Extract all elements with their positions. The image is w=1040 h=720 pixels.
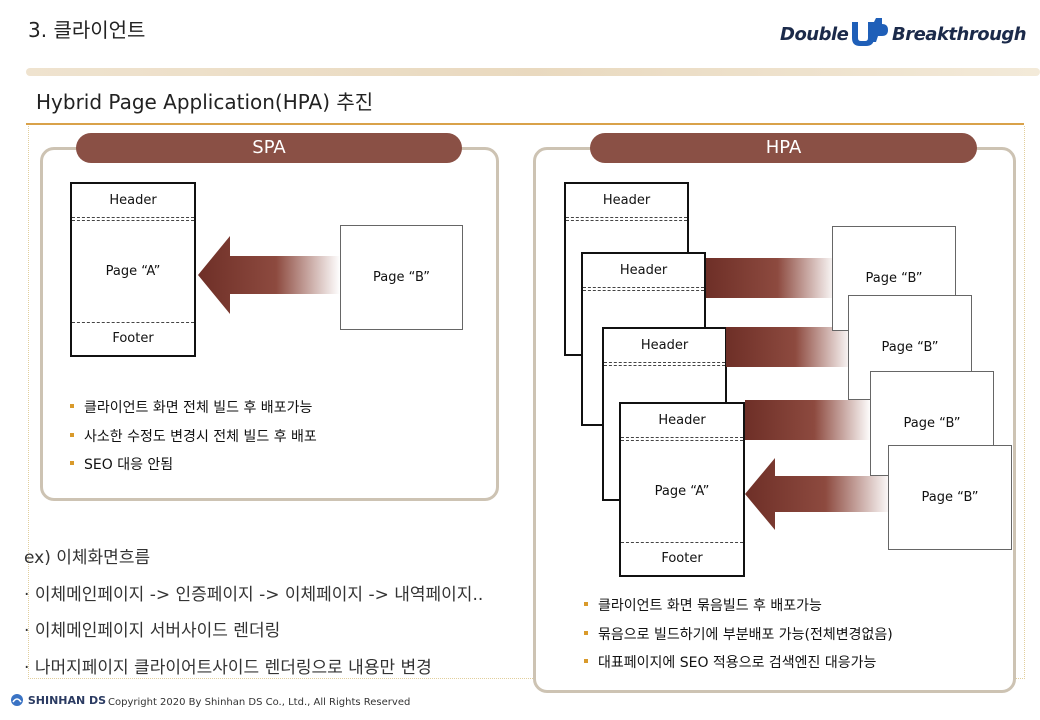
- spa-label: SPA: [76, 133, 462, 163]
- list-item: · 이체메인페이지 -> 인증페이지 -> 이체페이지 -> 내역페이지..: [24, 584, 484, 605]
- list-item: · 이체메인페이지 서버사이드 렌더링: [24, 621, 281, 641]
- divider: [621, 440, 743, 441]
- divider: [604, 365, 725, 366]
- hpa-stack-header: Header: [583, 254, 704, 288]
- hpa-page-a-body: Page “A”: [654, 484, 710, 499]
- list-item: 클라이언트 화면 묶음빌드 후 배포가능: [584, 592, 893, 621]
- content-frame: [28, 126, 1025, 679]
- header-band: [26, 68, 1040, 76]
- section-title: 3. 클라이언트: [28, 18, 146, 42]
- spa-page-a: Header Page “A” Footer: [70, 182, 196, 357]
- hpa-label: HPA: [590, 133, 977, 163]
- footer-company-logo: SHINHAN DS: [10, 694, 106, 708]
- list-item: SEO 대응 안됨: [70, 451, 317, 480]
- dot-icon: ·: [24, 621, 35, 641]
- divider: [566, 220, 687, 221]
- dot-icon: ·: [24, 584, 35, 605]
- spa-page-a-footer: Footer: [72, 322, 194, 355]
- notes-title: ex) 이체화면흐름: [24, 548, 151, 568]
- title-rule: [26, 123, 1024, 125]
- spa-bullet-list: 클라이언트 화면 전체 빌드 후 배포가능 사소한 수정도 변경시 전체 빌드 …: [70, 394, 317, 480]
- list-item: · 나머지페이지 클라이어트사이드 렌더링으로 내용만 변경: [24, 657, 432, 678]
- list-item: 사소한 수정도 변경시 전체 빌드 후 배포: [70, 423, 317, 452]
- spa-arrow-icon: [198, 236, 340, 314]
- page-title: Hybrid Page Application(HPA) 추진: [36, 90, 374, 114]
- footer-copyright: Copyright 2020 By Shinhan DS Co., Ltd., …: [108, 697, 411, 708]
- bullet-icon: [70, 432, 74, 437]
- logo-word-left: Double: [780, 24, 849, 45]
- shinhan-emblem-icon: [11, 694, 23, 706]
- hpa-stack-header: Header: [604, 329, 725, 363]
- spa-page-a-header: Header: [72, 184, 194, 218]
- bullet-icon: [70, 404, 74, 408]
- bullet-icon: [584, 659, 588, 663]
- bullet-icon: [70, 461, 74, 465]
- dot-icon: ·: [24, 657, 35, 678]
- hpa-bullet-list: 클라이언트 화면 묶음빌드 후 배포가능 묶음으로 빌드하기에 부분배포 가능(…: [584, 592, 893, 678]
- company-logo: Double Breakthrough: [780, 18, 1030, 54]
- hpa-page-b: Page “B”: [888, 445, 1012, 550]
- hpa-arrow-icon: [745, 458, 891, 530]
- logo-word-right: Breakthrough: [892, 24, 1027, 45]
- up-mark-icon: [852, 18, 888, 46]
- footer-company-name: SHINHAN DS: [27, 694, 107, 707]
- divider: [583, 290, 704, 291]
- hpa-arrow-icon: [745, 400, 871, 440]
- spa-page-b: Page “B”: [340, 225, 463, 330]
- spa-page-a-body: Page “A”: [105, 264, 161, 279]
- hpa-page-a: Header Page “A” Footer: [619, 402, 745, 577]
- example-notes: ex) 이체화면흐름 · 이체메인페이지 -> 인증페이지 -> 이체페이지 -…: [24, 540, 483, 686]
- hpa-arrow-icon: [726, 327, 852, 367]
- hpa-page-a-footer: Footer: [621, 542, 743, 575]
- bullet-icon: [584, 630, 588, 635]
- hpa-arrow-icon: [706, 258, 836, 298]
- list-item: 클라이언트 화면 전체 빌드 후 배포가능: [70, 394, 317, 423]
- bullet-icon: [584, 602, 588, 606]
- hpa-page-a-header: Header: [621, 404, 743, 438]
- divider: [72, 220, 194, 221]
- list-item: 묶음으로 빌드하기에 부분배포 가능(전체변경없음): [584, 621, 893, 650]
- list-item: 대표페이지에 SEO 적용으로 검색엔진 대응가능: [584, 649, 893, 678]
- hpa-stack-header: Header: [566, 184, 687, 218]
